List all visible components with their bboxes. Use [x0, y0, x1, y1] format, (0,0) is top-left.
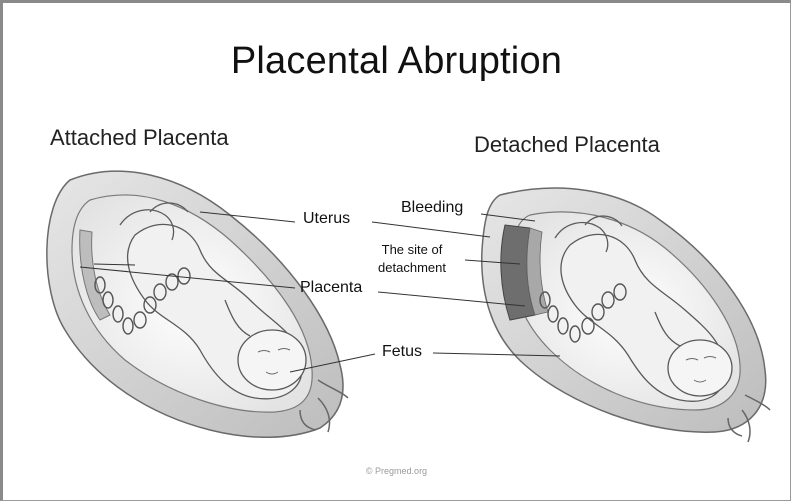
detachment-label-line2: detachment [362, 259, 462, 277]
detachment-label-line1: The site of [362, 241, 462, 259]
uterus-label: Uterus [303, 210, 350, 228]
fetus-label: Fetus [382, 343, 422, 361]
uterus-leader-right [372, 222, 490, 237]
bleeding-label: Bleeding [401, 199, 463, 217]
right-uterus-sketch [482, 188, 770, 442]
placenta-label: Placenta [300, 279, 362, 297]
copyright-credit: © Pregmed.org [0, 466, 793, 476]
detachment-label: The site of detachment [362, 241, 462, 277]
